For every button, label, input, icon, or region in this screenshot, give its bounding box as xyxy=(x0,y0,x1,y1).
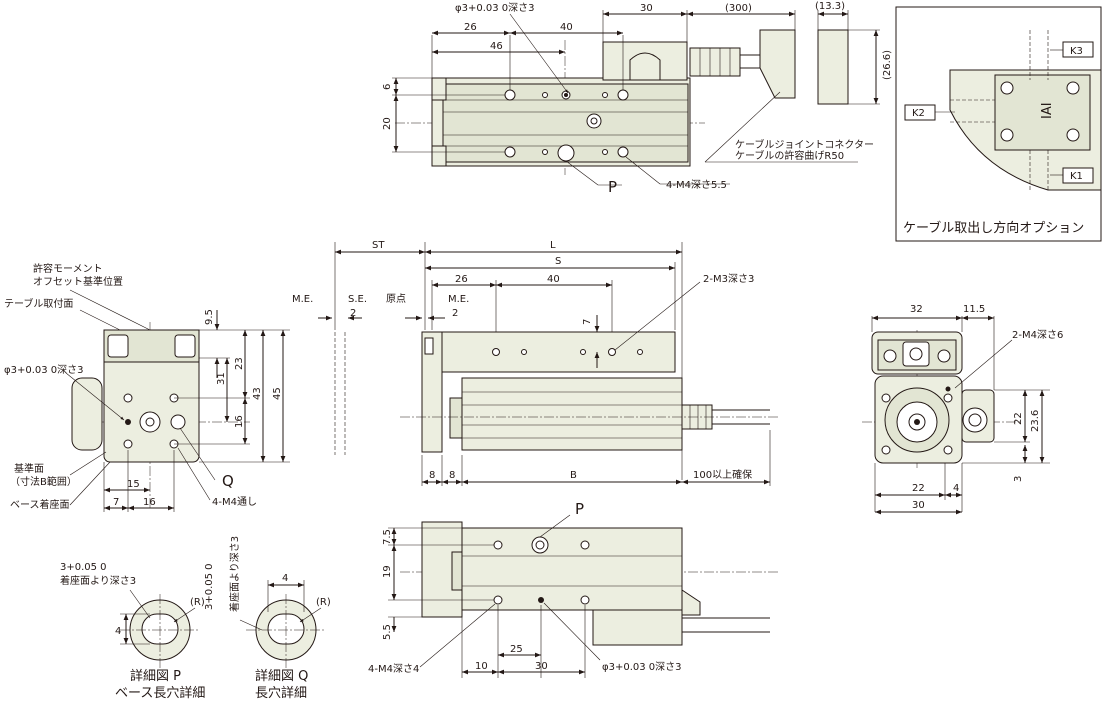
left-view xyxy=(65,289,290,512)
right-dim-22: 22 xyxy=(1013,412,1024,425)
table-face-label: テーブル取付面 xyxy=(4,297,73,310)
front-m3-note: 2-M3深さ3 xyxy=(703,273,754,285)
left-dim-9-5: 9.5 xyxy=(204,309,215,325)
right-view xyxy=(862,315,1050,515)
left-dim-16: 16 xyxy=(234,415,245,428)
front-l: L xyxy=(550,240,556,251)
left-dim-23: 23 xyxy=(234,357,245,370)
right-dim-32: 32 xyxy=(910,304,923,315)
bottom-dim-25: 25 xyxy=(510,644,523,655)
option-k1: K1 xyxy=(1070,171,1083,182)
front-st: ST xyxy=(372,240,385,251)
detail-p-dim-4: 4 xyxy=(115,626,121,637)
top-dim-30: 30 xyxy=(640,3,653,14)
left-hole-note: φ3+0.03 0深さ3 xyxy=(4,364,84,376)
bottom-dim-30: 30 xyxy=(535,661,548,672)
top-hole-note: φ3+0.03 0深さ3 xyxy=(455,2,535,14)
detail-q-tol: 3+0.05 0 xyxy=(204,563,215,610)
front-reserve: 100以上確保 xyxy=(693,468,752,481)
bottom-dim-10: 10 xyxy=(475,661,488,672)
front-dim-8b: 8 xyxy=(449,470,455,481)
detail-p-sub: ベース長穴詳細 xyxy=(115,685,205,701)
front-s: S xyxy=(555,256,561,267)
front-dim-8a: 8 xyxy=(429,470,435,481)
cable-note-2: ケーブルの許容曲げR50 xyxy=(735,149,844,162)
option-k3: K3 xyxy=(1070,46,1083,57)
thru-note: 4-M4通し xyxy=(212,496,257,508)
front-dim-40: 40 xyxy=(547,274,560,285)
front-me2: M.E. xyxy=(448,294,469,305)
detail-q-sub: 長穴詳細 xyxy=(255,685,307,701)
detail-p-title: 詳細図 P xyxy=(130,668,181,684)
top-label-p: P xyxy=(608,178,617,196)
top-view xyxy=(392,10,880,186)
left-dim-15: 15 xyxy=(127,479,140,490)
bottom-m4-note: 4-M4深さ4 xyxy=(368,663,419,675)
bottom-dim-5-5: 5.5 xyxy=(382,624,393,640)
ref-face-label-1: 基準面 xyxy=(14,462,44,475)
left-dim-7: 7 xyxy=(113,497,119,508)
top-dim-26-6: (26.6) xyxy=(882,50,893,80)
detail-p-r: (R) xyxy=(190,597,205,608)
front-origin: 原点 xyxy=(386,293,406,305)
bottom-dim-19: 19 xyxy=(382,565,393,578)
front-dim-b: B xyxy=(570,470,577,481)
detail-q-dim-4: 4 xyxy=(282,573,288,584)
label-q: Q xyxy=(222,472,234,490)
bottom-view xyxy=(388,514,780,678)
top-dim-26: 26 xyxy=(464,22,477,33)
right-dim-3: 3 xyxy=(1013,476,1024,482)
detail-q xyxy=(239,580,326,668)
right-dim-22b: 22 xyxy=(912,483,925,494)
option-logo: IAI xyxy=(1040,102,1055,119)
front-se: S.E. xyxy=(348,294,367,305)
base-face-label: ベース着座面 xyxy=(10,498,70,511)
front-dim-26: 26 xyxy=(455,274,468,285)
front-2a: 2 xyxy=(350,308,356,319)
detail-p-tol: 3+0.05 0 xyxy=(60,562,107,573)
moment-label-2: オフセット基準位置 xyxy=(33,275,123,288)
cable-note-1: ケーブルジョイントコネクター xyxy=(735,138,874,151)
top-dim-300: (300) xyxy=(725,3,752,14)
right-m4-note: 2-M4深さ6 xyxy=(1012,329,1063,341)
top-m4-note: 4-M4深さ5.5 xyxy=(666,179,727,191)
option-caption: ケーブル取出し方向オプション xyxy=(903,220,1084,236)
bottom-label-p: P xyxy=(575,500,584,518)
right-dim-23-6: 23.6 xyxy=(1030,410,1041,432)
option-k2: K2 xyxy=(912,108,925,119)
detail-p xyxy=(120,589,200,668)
top-dim-13-3: (13.3) xyxy=(815,1,845,12)
detail-p-depth: 着座面より深さ3 xyxy=(60,574,136,587)
right-dim-11-5: 11.5 xyxy=(963,304,985,315)
front-2b: 2 xyxy=(452,308,458,319)
top-dim-6: 6 xyxy=(382,84,393,90)
top-dim-20: 20 xyxy=(382,117,393,130)
right-dim-4: 4 xyxy=(953,483,959,494)
top-dim-40: 40 xyxy=(560,22,573,33)
detail-q-title: 詳細図 Q xyxy=(255,668,308,684)
front-me: M.E. xyxy=(292,294,313,305)
bottom-dim-7-5: 7.5 xyxy=(382,529,393,545)
bottom-hole-note: φ3+0.03 0深さ3 xyxy=(602,661,682,673)
front-dim-7: 7 xyxy=(582,319,593,325)
right-dim-30: 30 xyxy=(912,500,925,511)
left-dim-31: 31 xyxy=(216,372,227,385)
left-dim-43: 43 xyxy=(252,387,263,400)
left-dim-16b: 16 xyxy=(143,497,156,508)
ref-face-label-2: （寸法B範囲） xyxy=(10,475,77,488)
front-view xyxy=(318,242,780,486)
left-dim-45: 45 xyxy=(272,387,283,400)
moment-label-1: 許容モーメント xyxy=(33,262,103,275)
top-dim-46: 46 xyxy=(490,41,503,52)
detail-q-r: (R) xyxy=(316,597,331,608)
detail-q-depth: 着座面より深さ3 xyxy=(228,536,241,612)
option-box xyxy=(895,6,1102,242)
